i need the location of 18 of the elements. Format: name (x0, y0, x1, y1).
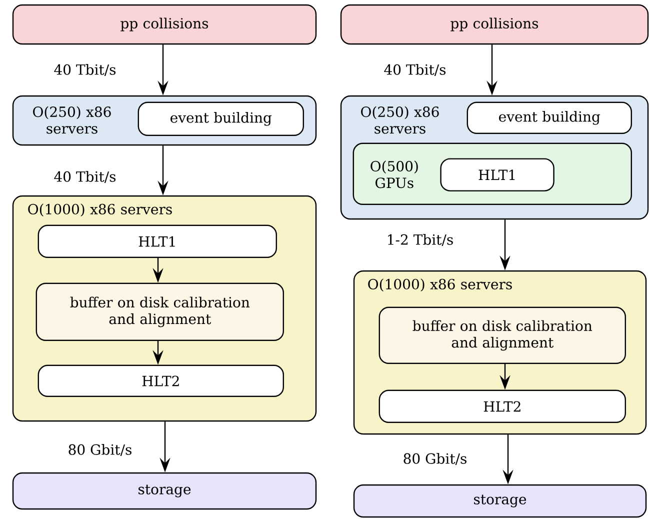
edge-label: 40 Tbit/s (52, 170, 118, 184)
source-box: pp collisions (340, 4, 649, 45)
edge-label: 40 Tbit/s (382, 62, 448, 78)
process-box: HLT1 (440, 158, 554, 192)
buffer-box: buffer on disk calibration and alignment (36, 282, 284, 341)
storage-box: storage (353, 484, 647, 518)
edge-label: 40 Tbit/s (52, 62, 118, 78)
edge-label: 80 Gbit/s (66, 442, 134, 458)
process-box: event building (466, 102, 632, 134)
edge-label: 80 Gbit/s (401, 452, 469, 466)
process-box: event building (138, 102, 304, 136)
process-box: HLT2 (378, 390, 626, 423)
source-box: pp collisions (12, 4, 317, 45)
buffer-box: buffer on disk calibration and alignment (378, 306, 626, 364)
process-box: HLT1 (38, 224, 277, 258)
edge-label: 1-2 Tbit/s (385, 232, 455, 248)
storage-box: storage (12, 472, 317, 510)
process-box: HLT2 (38, 364, 284, 397)
